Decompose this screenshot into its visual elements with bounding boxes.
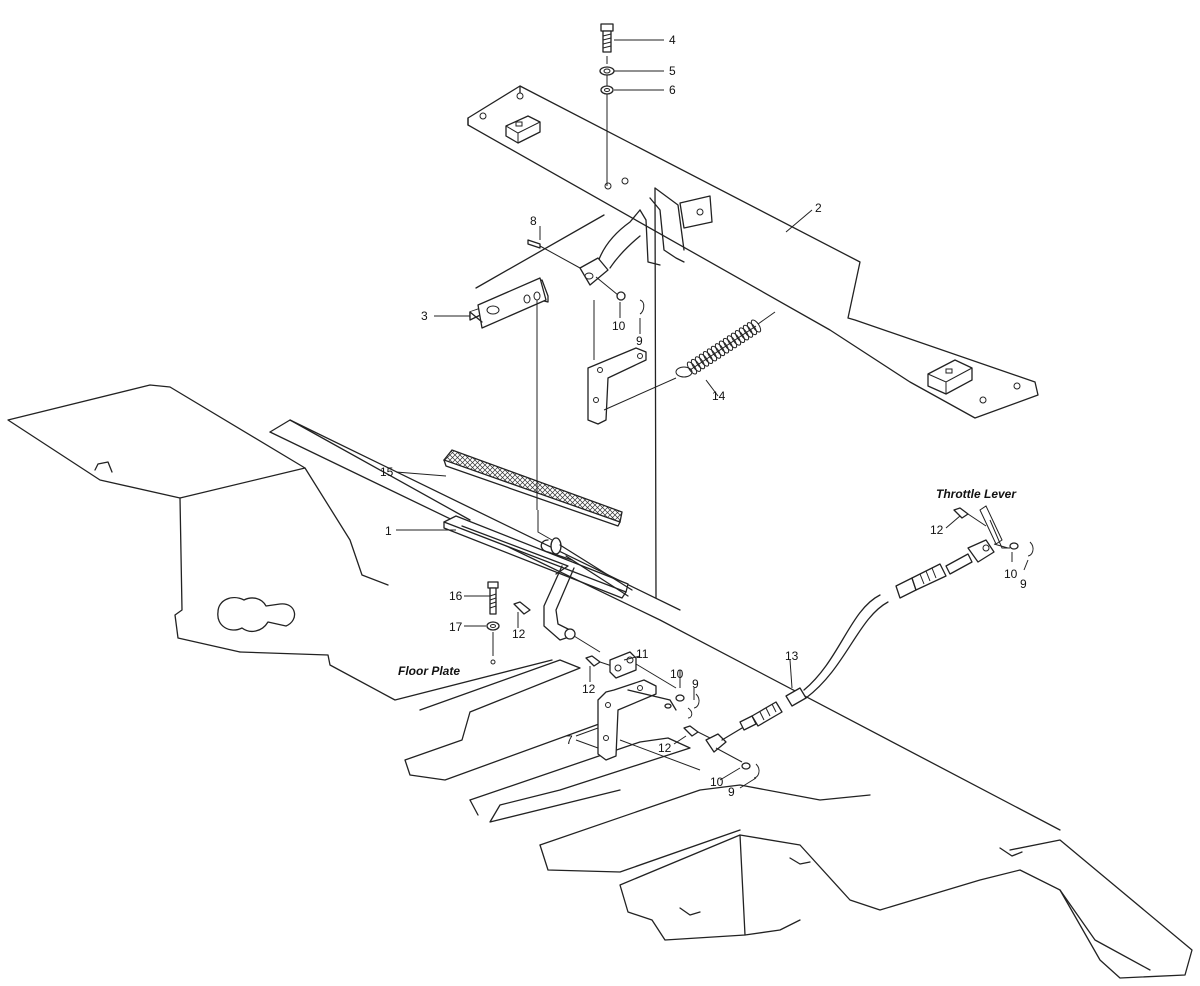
callout-14: 14	[712, 389, 726, 403]
callout-9-lever: 9	[1020, 577, 1027, 591]
callout-10-top: 10	[612, 319, 626, 333]
floor-plate-label: Floor Plate	[398, 664, 460, 678]
mounting-bar	[467, 85, 1039, 419]
spring-coil-ring	[750, 319, 762, 333]
bolt-16-nut-17	[486, 581, 531, 665]
floor-plate	[7, 384, 1193, 979]
callout-4: 4	[669, 33, 676, 47]
callout-16: 16	[449, 589, 463, 603]
callout-1: 1	[385, 524, 392, 538]
throttle-cable	[721, 539, 995, 741]
callout-13: 13	[785, 649, 799, 663]
callout-10-lower: 10	[710, 775, 724, 789]
clamp-block	[469, 277, 549, 510]
spring-coil-ring	[694, 356, 706, 370]
callout-9-top: 9	[636, 334, 643, 348]
callout-leaders	[395, 39, 1029, 789]
spring-coil-ring	[730, 332, 742, 346]
callout-15: 15	[380, 465, 394, 479]
spring-coil-ring	[734, 329, 746, 344]
spring-coil-ring	[690, 358, 702, 372]
callout-12-link: 12	[582, 682, 596, 696]
pedal-bracket	[475, 187, 713, 599]
callout-17: 17	[449, 620, 463, 634]
spring-coil-ring	[722, 337, 734, 351]
spring-coil-ring	[698, 353, 710, 367]
callout-9-mid: 9	[692, 677, 699, 691]
callout-6: 6	[669, 83, 676, 97]
spring-coil-ring	[714, 343, 726, 357]
spring-coil-ring	[742, 324, 754, 338]
callout-12-lower: 12	[658, 741, 672, 755]
spring-coil-ring	[746, 322, 758, 336]
callout-8: 8	[530, 214, 537, 228]
spring-coil-ring	[726, 335, 738, 349]
throttle-lever-label: Throttle Lever	[936, 487, 1017, 501]
throttle-pedal	[443, 510, 633, 653]
callout-3: 3	[421, 309, 428, 323]
callout-11: 11	[636, 647, 649, 661]
callout-10-lever: 10	[1004, 567, 1018, 581]
spring-coil-ring	[710, 345, 722, 359]
spring-coil-ring	[706, 348, 718, 362]
bolt-stack	[599, 23, 615, 186]
callout-12-lever: 12	[930, 523, 944, 537]
callout-5: 5	[669, 64, 676, 78]
callout-12-pedal: 12	[512, 627, 526, 641]
spring-coil-ring	[738, 327, 750, 341]
callout-7: 7	[566, 733, 573, 747]
spring-coil-ring	[686, 361, 698, 375]
linkage-hardware	[585, 651, 760, 779]
throttle-lever	[953, 505, 1034, 557]
callout-labels: 4 5 6 2 3 8 10 9 14 15 1 16 17 12 12 11 …	[380, 33, 1027, 799]
pedal-grip-pad	[442, 449, 623, 527]
callout-9-lower: 9	[728, 785, 735, 799]
spring-coil-ring	[702, 350, 714, 365]
clevis-pin-8	[527, 239, 645, 315]
return-spring	[587, 300, 776, 425]
spring-coil-ring	[718, 340, 730, 354]
callout-10-mid: 10	[670, 667, 684, 681]
callout-2: 2	[815, 201, 822, 215]
